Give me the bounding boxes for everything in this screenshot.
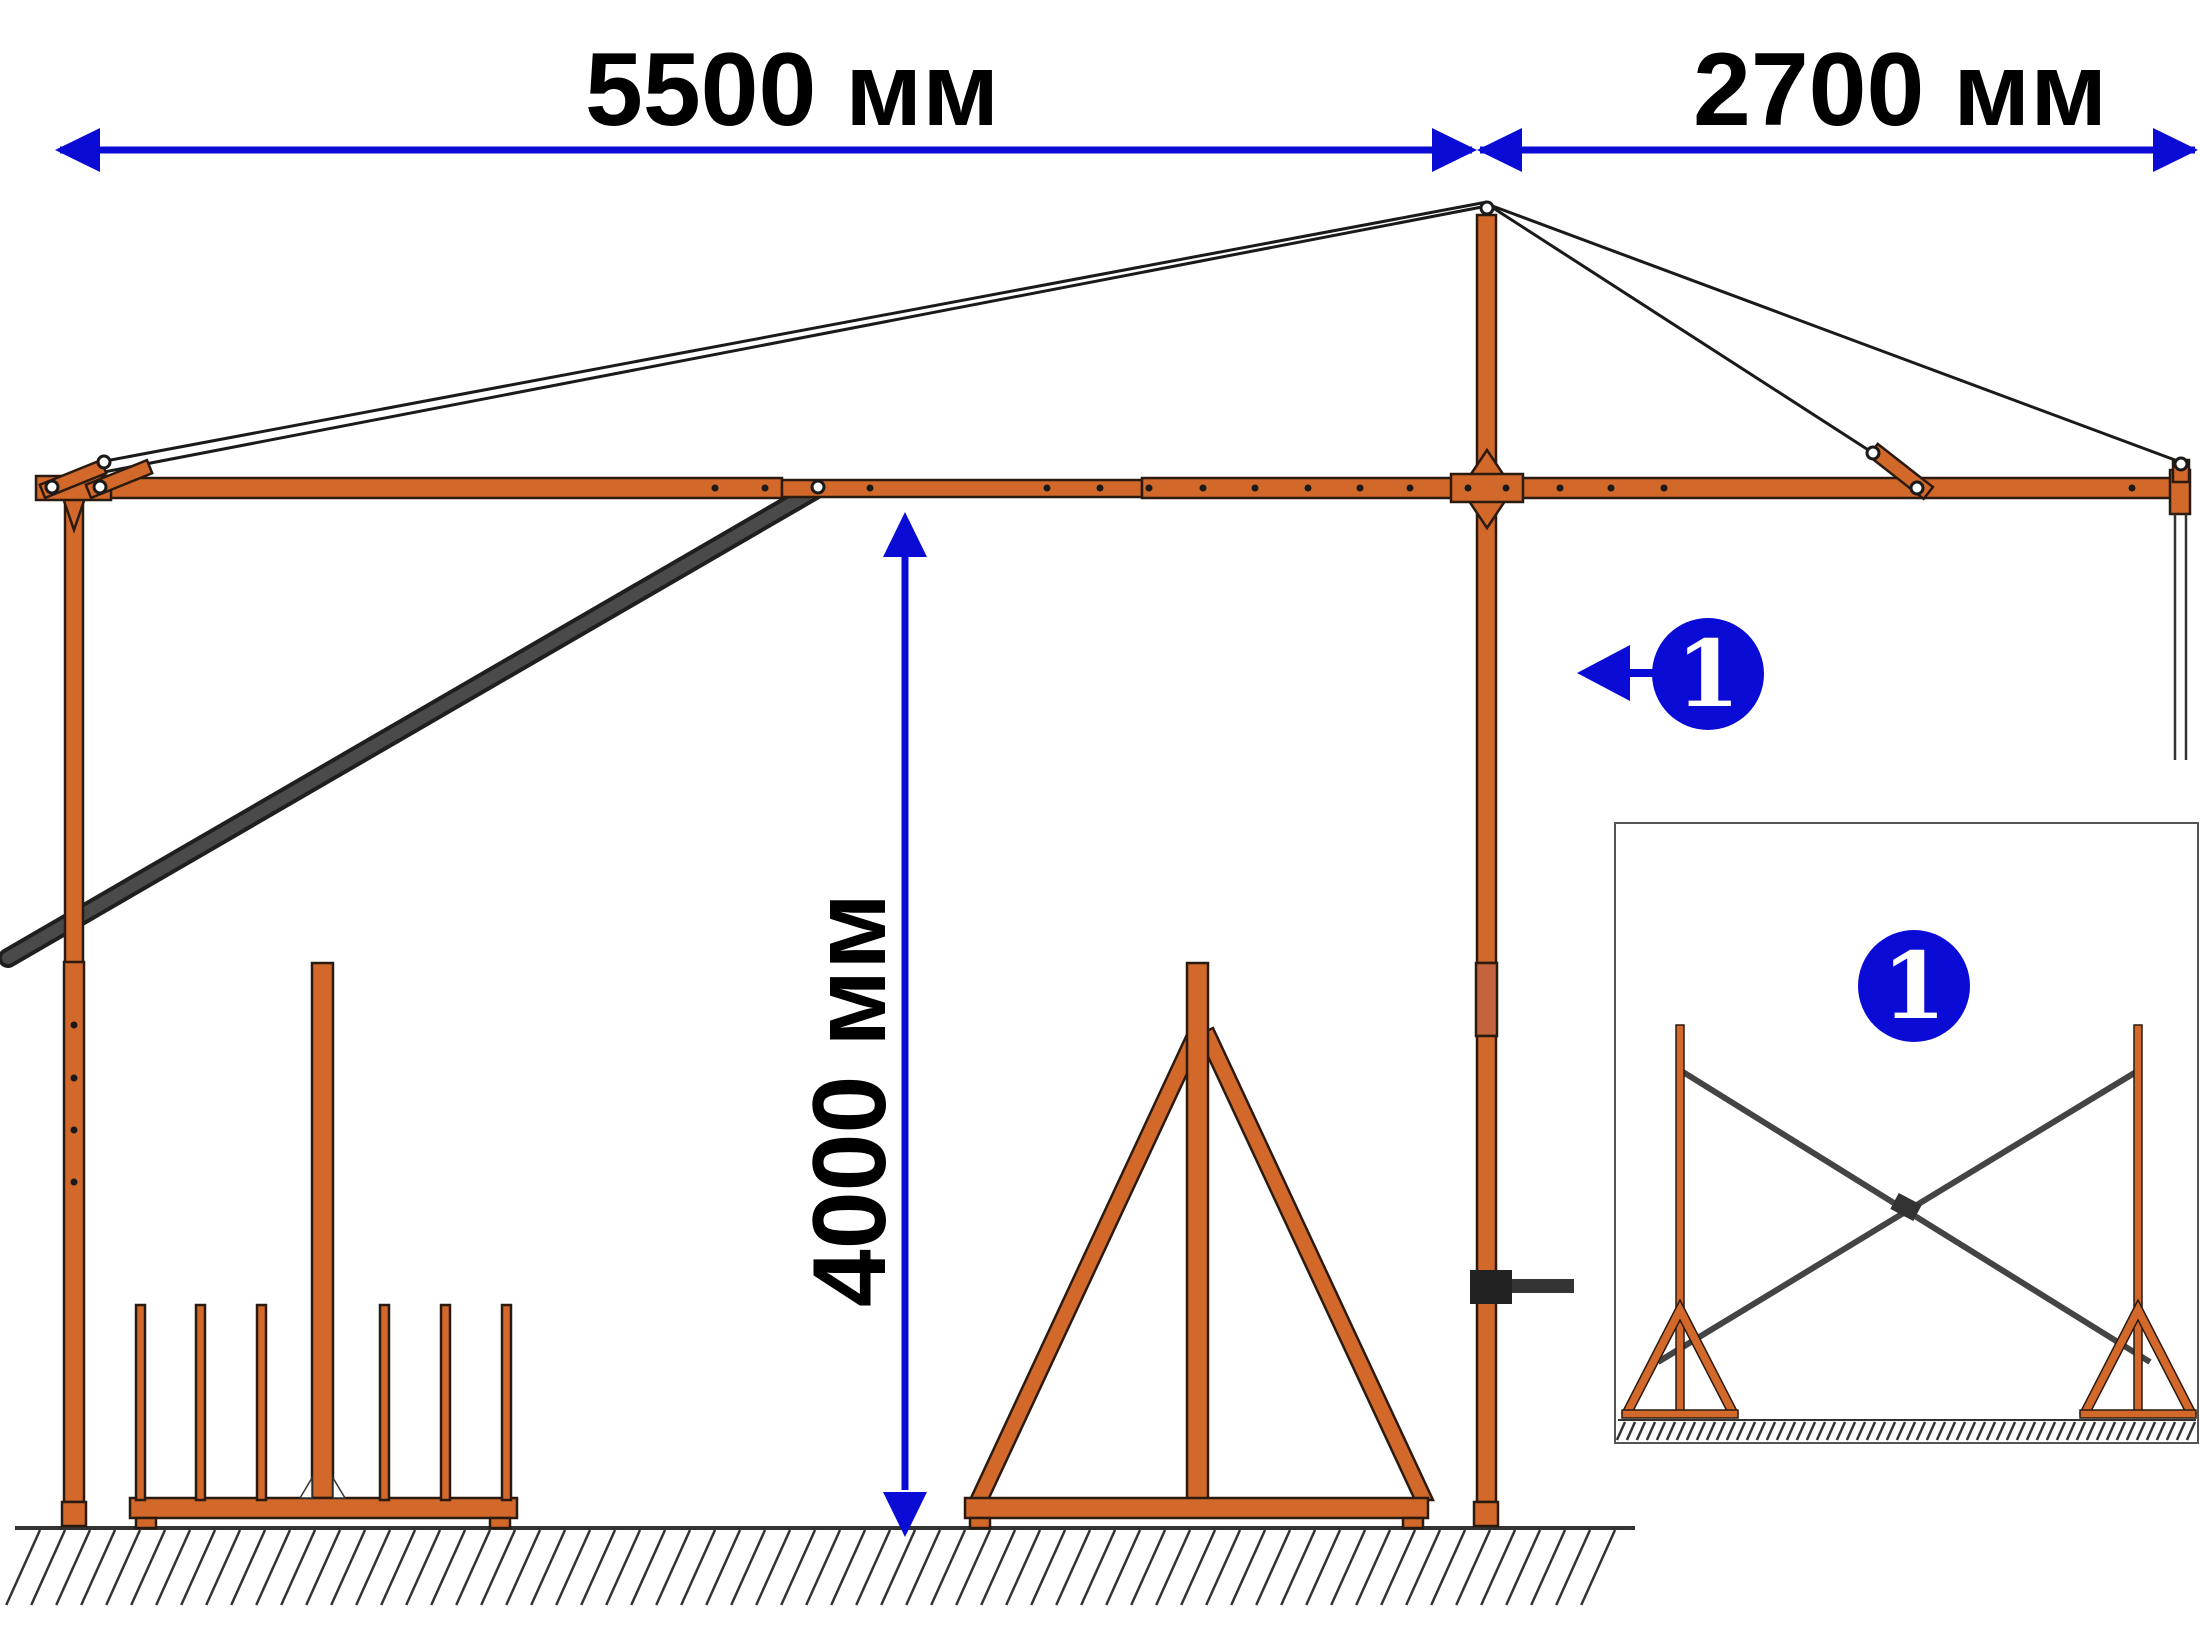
bolt-hole (1406, 484, 1414, 492)
bolt-hole (1145, 484, 1153, 492)
tower-clamp (1470, 1270, 1574, 1304)
bolt-hole (1043, 484, 1051, 492)
callout-badge: 1 (1652, 618, 1764, 730)
inset-center-clamp (1890, 1192, 1922, 1222)
ground (5, 1526, 1635, 1606)
bolt-hole (866, 484, 874, 492)
dimension-span-right: 2700 мм (1693, 32, 2108, 148)
inset-cross-braces (1656, 1069, 2152, 1365)
support-cables (99, 200, 2184, 474)
inset-ground-hatching (1615, 1421, 2197, 1441)
bolt-hole (1464, 484, 1472, 492)
bolt-hole (2128, 484, 2136, 492)
bolt-hole (1556, 484, 1564, 492)
main-beam (34, 468, 2192, 516)
dimension-height: 4000 мм (792, 892, 908, 1308)
bolt-hole (1304, 484, 1312, 492)
bolt-hole (711, 484, 719, 492)
bolt-hole (1356, 484, 1364, 492)
inset-badge: 1 (1858, 930, 1970, 1042)
bolt-hole (70, 1074, 78, 1082)
bolt-hole (1502, 484, 1510, 492)
callout-arrowhead (1577, 645, 1630, 701)
bolt-hole (1660, 484, 1668, 492)
arrowhead-left-end (1432, 128, 1477, 172)
pin-joints (44, 200, 2189, 496)
bolt-hole (70, 1178, 78, 1186)
arrowhead-right-end (2153, 128, 2198, 172)
a-frame-stand (963, 961, 1435, 1530)
diagonal-strut (0, 480, 825, 968)
pallet-stand-left (128, 961, 519, 1530)
right-tower (1449, 213, 1525, 1528)
bolt-hole (1607, 484, 1615, 492)
bolt-hole (1251, 484, 1259, 492)
arrowhead-height-top (883, 512, 927, 557)
left-column (60, 493, 88, 1528)
arrowhead-right-start (1477, 128, 1522, 172)
inset-towers (1620, 1024, 2198, 1419)
bolt-hole (761, 484, 769, 492)
arrowhead-left-start (55, 128, 100, 172)
end-hangers (2173, 514, 2188, 760)
bolt-hole (1199, 484, 1207, 492)
bolt-hole (70, 1126, 78, 1134)
bolt-hole (1096, 484, 1104, 492)
detail-inset (1614, 822, 2199, 1444)
dimension-span-left: 5500 мм (585, 32, 1000, 148)
bolt-hole (70, 1021, 78, 1029)
arrowhead-height-bottom (883, 1492, 927, 1537)
ground-hatching (5, 1529, 1617, 1606)
